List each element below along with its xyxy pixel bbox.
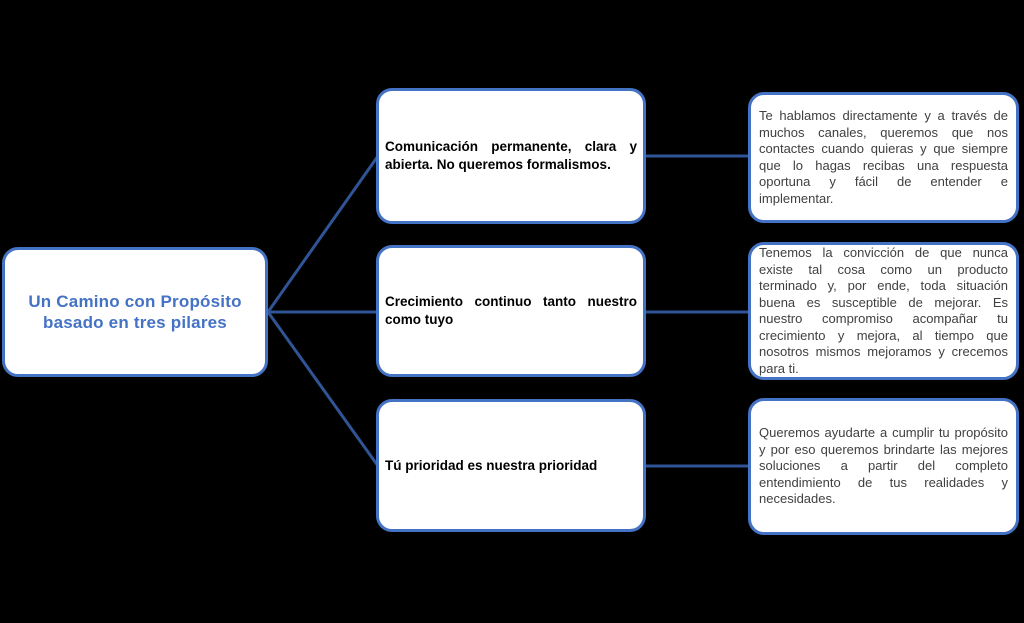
root-box: Un Camino con Propósito basado en tres p… — [2, 247, 268, 377]
pillar-box-prioridad: Tú prioridad es nuestra prioridad — [376, 399, 646, 532]
detail-text: Queremos ayudarte a cumplir tu propósito… — [759, 425, 1008, 507]
pillar-box-crecimiento: Crecimiento continuo tanto nuestro como … — [376, 245, 646, 377]
pillar-label: Tú prioridad es nuestra prioridad — [385, 457, 598, 473]
connector-root-to-pillar-3 — [266, 311, 380, 467]
pillar-label: Crecimiento continuo tanto nuestro como … — [385, 294, 637, 327]
diagram-title: Un Camino con Propósito basado en tres p… — [28, 292, 242, 332]
detail-box-prioridad: Queremos ayudarte a cumplir tu propósito… — [748, 398, 1019, 535]
detail-text: Te hablamos directamente y a través de m… — [759, 108, 1008, 206]
detail-box-comunicacion: Te hablamos directamente y a través de m… — [748, 92, 1019, 223]
pillar-box-comunicacion: Comunicación permanente, clara y abierta… — [376, 88, 646, 224]
detail-box-crecimiento: Tenemos la convicción de que nunca exist… — [748, 242, 1019, 380]
connector-root-to-pillar-1 — [266, 155, 380, 313]
detail-text: Tenemos la convicción de que nunca exist… — [759, 245, 1008, 376]
pillar-label: Comunicación permanente, clara y abierta… — [385, 139, 637, 172]
